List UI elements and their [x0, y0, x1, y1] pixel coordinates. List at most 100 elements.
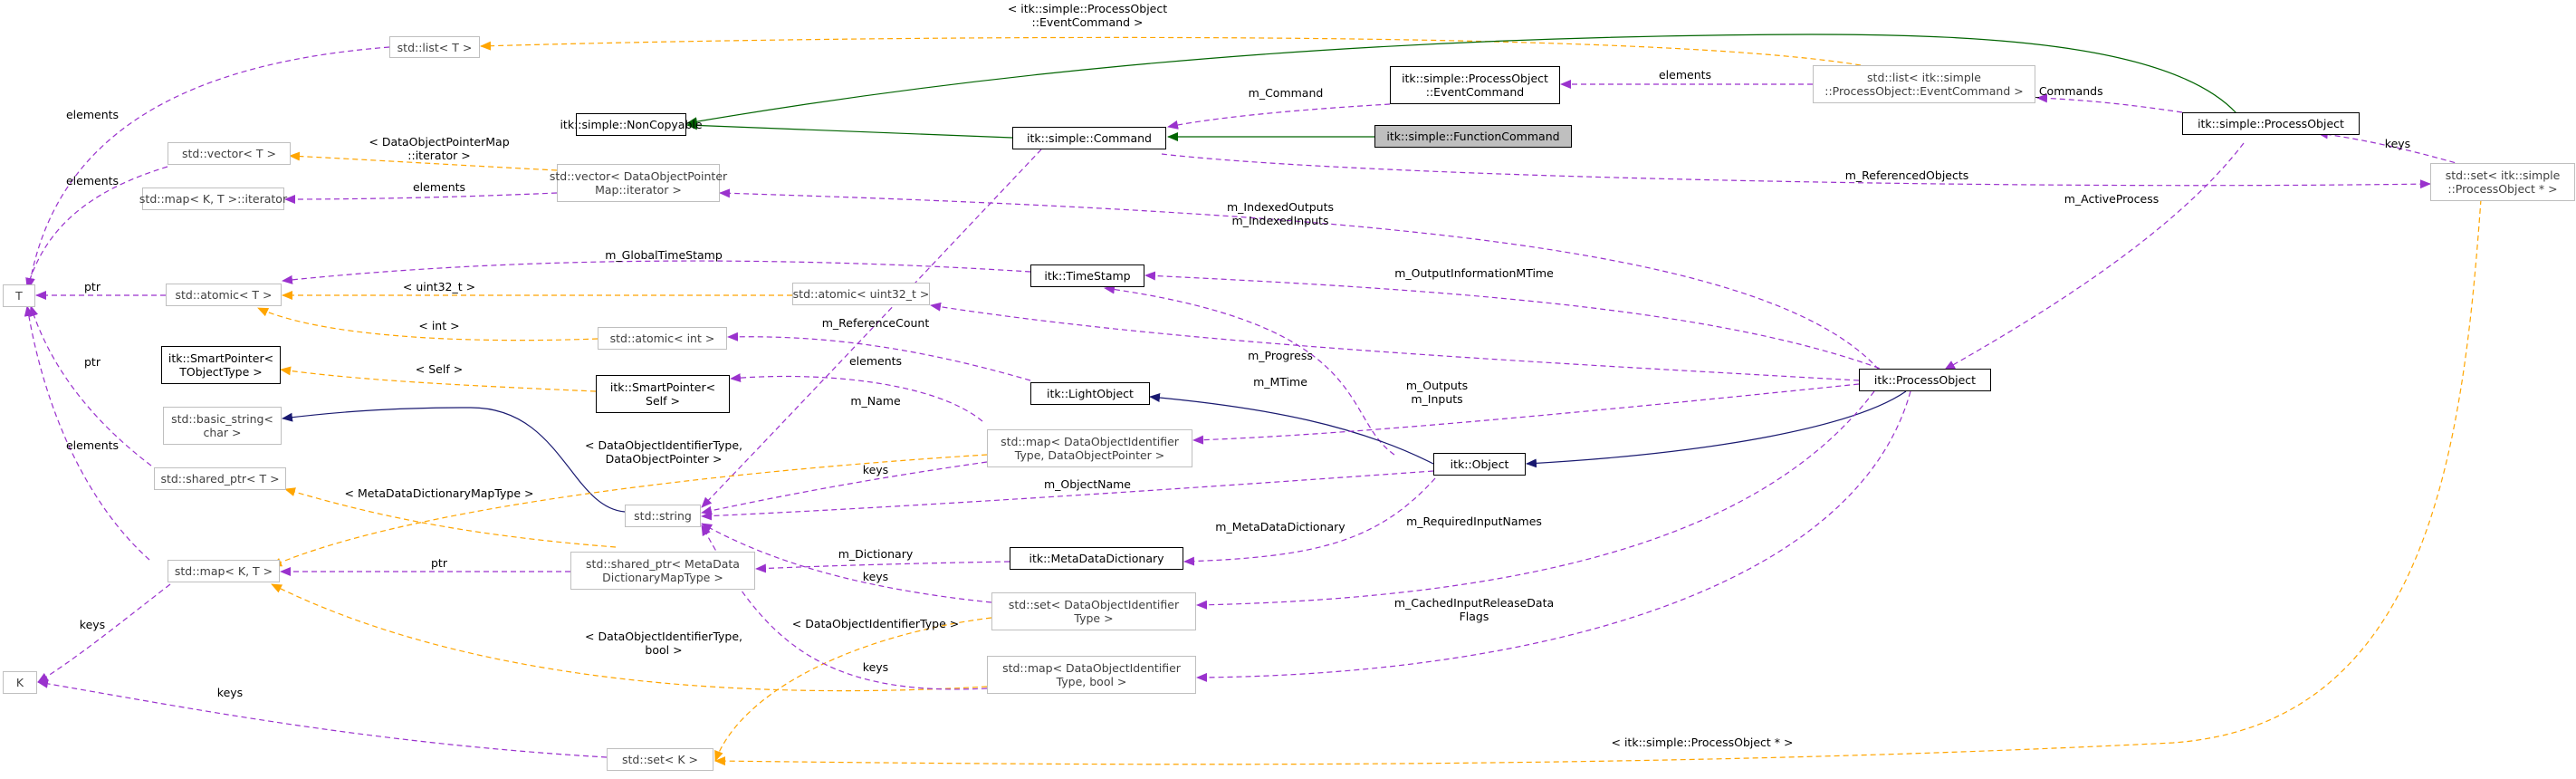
edge-processobject-outputs-inputs [1192, 383, 1860, 445]
edge-label: m_MetaDataDictionary [1215, 520, 1345, 534]
edge-processobject-object [1526, 390, 1907, 468]
edge-label: keys [217, 686, 243, 699]
edge-mapdop-template [271, 454, 988, 567]
edge-mapdop-keys-string [701, 461, 988, 515]
node-std-set-doid[interactable]: std::set< DataObjectIdentifier Type > [991, 592, 1196, 630]
edge-vector-dop-template [289, 151, 558, 171]
edge-lightobject-refcount [727, 332, 1031, 381]
edge-label: < int > [418, 319, 459, 332]
edge-label: keys [80, 618, 105, 631]
edge-setK-keys-K [37, 678, 608, 758]
edge-label: < Self > [416, 362, 463, 376]
edge-atomic-int-template [257, 307, 599, 341]
edge-label: < MetaDataDictionaryMapType > [345, 486, 534, 500]
node-T[interactable]: T [3, 284, 35, 307]
edge-object-objectname [701, 470, 1434, 521]
edge-label: m_Dictionary [838, 547, 914, 561]
node-std-vector-T[interactable]: std::vector< T > [168, 142, 291, 165]
node-std-atomic-uint32[interactable]: std::atomic< uint32_t > [792, 283, 930, 305]
edge-label: < DataObjectIdentifierType > [792, 617, 959, 630]
edge-processobject-noncopyable [686, 34, 2237, 127]
node-std-basic-string[interactable]: std::basic_string< char > [163, 407, 282, 445]
edge-setdoid-template [714, 617, 992, 762]
edge-sharedptr-mdd-template [284, 487, 617, 548]
edge-label: elements [413, 180, 465, 194]
edge-mdd-mdictionary [755, 561, 1010, 573]
node-itk-lightobject[interactable]: itk::LightObject [1030, 382, 1150, 405]
edge-vector-dop-elements-iterator [284, 192, 558, 204]
node-itk-metadatadictionary[interactable]: itk::MetaDataDictionary [1010, 547, 1183, 570]
edge-label: keys [863, 660, 888, 674]
edge-label: keys [2385, 137, 2410, 150]
edge-label: m_Progress [1248, 349, 1313, 362]
edge-label: m_ObjectName [1044, 477, 1131, 491]
node-itk-timestamp[interactable]: itk::TimeStamp [1030, 264, 1144, 287]
edge-label: m_ReferenceCount [822, 316, 930, 330]
edge-label: m_ActiveProcess [2064, 192, 2159, 206]
node-itk-smartpointer-self[interactable]: itk::SmartPointer< Self > [596, 375, 730, 413]
node-std-set-K[interactable]: std::set< K > [607, 748, 713, 771]
edge-label: < DataObjectPointerMap::iterator > [369, 135, 509, 162]
edge-label: keys [863, 463, 888, 476]
edge-mapKT-elements-T [24, 305, 150, 561]
node-std-atomic-int[interactable]: std::atomic< int > [598, 327, 727, 350]
node-std-shared-ptr-metadatadictionary[interactable]: std::shared_ptr< MetaData DictionaryMapT… [570, 552, 755, 590]
edge-object-lightobject [1149, 393, 1434, 465]
edge-label: < DataObjectIdentifierType,DataObjectPoi… [585, 438, 742, 466]
node-std-map-doid-dop[interactable]: std::map< DataObjectIdentifier Type, Dat… [987, 429, 1192, 467]
node-itk-simple-functioncommand[interactable]: itk::simple::FunctionCommand [1374, 125, 1572, 148]
node-std-vector-dataobjectpointer[interactable]: std::vector< DataObjectPointer Map::iter… [550, 164, 727, 202]
edge-label: < DataObjectIdentifierType,bool > [585, 630, 742, 657]
node-itk-simple-processobject[interactable]: itk::simple::ProcessObject [2182, 112, 2360, 135]
edge-label: m_ReferencedObjects [1845, 168, 1969, 182]
edge-label: keys [863, 570, 888, 583]
node-std-shared-ptr-T[interactable]: std::shared_ptr< T > [154, 467, 286, 490]
node-std-string[interactable]: std::string [625, 505, 701, 527]
node-std-list-eventcommand[interactable]: std::list< itk::simple ::ProcessObject::… [1813, 65, 2035, 103]
edge-label: elements [66, 438, 119, 452]
edge-command-noncopyable [686, 120, 1013, 139]
node-std-map-iterator[interactable]: std::map< K, T >::iterator [139, 188, 287, 210]
edge-label: m_Command [1249, 86, 1324, 100]
edge-setdoid-keys-string [701, 523, 992, 603]
edge-object-mtime [1104, 284, 1395, 456]
edge-timestamp-global [282, 260, 1031, 284]
edge-string-basicstring [282, 407, 626, 513]
edge-mapbool-keys-string [701, 524, 988, 690]
node-eventcommand[interactable]: itk::simple::ProcessObject ::EventComman… [1390, 66, 1560, 104]
edge-eventcommand-mcommand [1167, 103, 1391, 130]
edge-vector-elements-to-T [25, 166, 168, 289]
node-itk-object[interactable]: itk::Object [1433, 453, 1526, 476]
node-std-set-processobject[interactable]: std::set< itk::simple ::ProcessObject * … [2430, 163, 2575, 201]
edge-list-elements-to-T [25, 46, 390, 289]
edge-command-mname [701, 149, 1042, 508]
edge-processobject-outputinfo [1144, 271, 1889, 372]
node-std-list-T[interactable]: std::list< T > [389, 36, 480, 58]
edge-label: ptr [431, 556, 448, 570]
node-std-atomic-T[interactable]: std::atomic< T > [166, 284, 282, 306]
node-std-map-K-T[interactable]: std::map< K, T > [168, 560, 280, 582]
node-itk-smartpointer-tobjecttype[interactable]: itk::SmartPointer< TObjectType > [161, 346, 281, 384]
edge-label: m_Name [850, 394, 901, 408]
edge-label: < uint32_t > [403, 280, 475, 293]
edge-processobject-required [1196, 390, 1875, 610]
edge-mapdop-elements-smartpointer [730, 373, 983, 422]
edge-label: elements [66, 108, 119, 121]
edge-label: < itk::simple::ProcessObject::EventComma… [1008, 2, 1167, 29]
node-K[interactable]: K [3, 671, 37, 694]
edge-processobject-indexed [719, 188, 1880, 370]
node-std-map-doid-bool[interactable]: std::map< DataObjectIdentifier Type, boo… [987, 656, 1196, 694]
node-itk-simple-noncopyable[interactable]: itk::simple::NonCopyable [560, 113, 703, 136]
node-itk-processobject[interactable]: itk::ProcessObject [1859, 369, 1991, 391]
edge-simple-active-process [1944, 142, 2245, 370]
edge-smartpointer-self-template [280, 366, 597, 392]
edge-label: m_Commands [2022, 84, 2102, 98]
edge-processobject-mcommands [2036, 93, 2183, 113]
node-itk-simple-command[interactable]: itk::simple::Command [1012, 127, 1166, 149]
edge-label: m_OutputInformationMTime [1394, 266, 1554, 280]
edge-list-eventcommand-template [480, 36, 1862, 66]
